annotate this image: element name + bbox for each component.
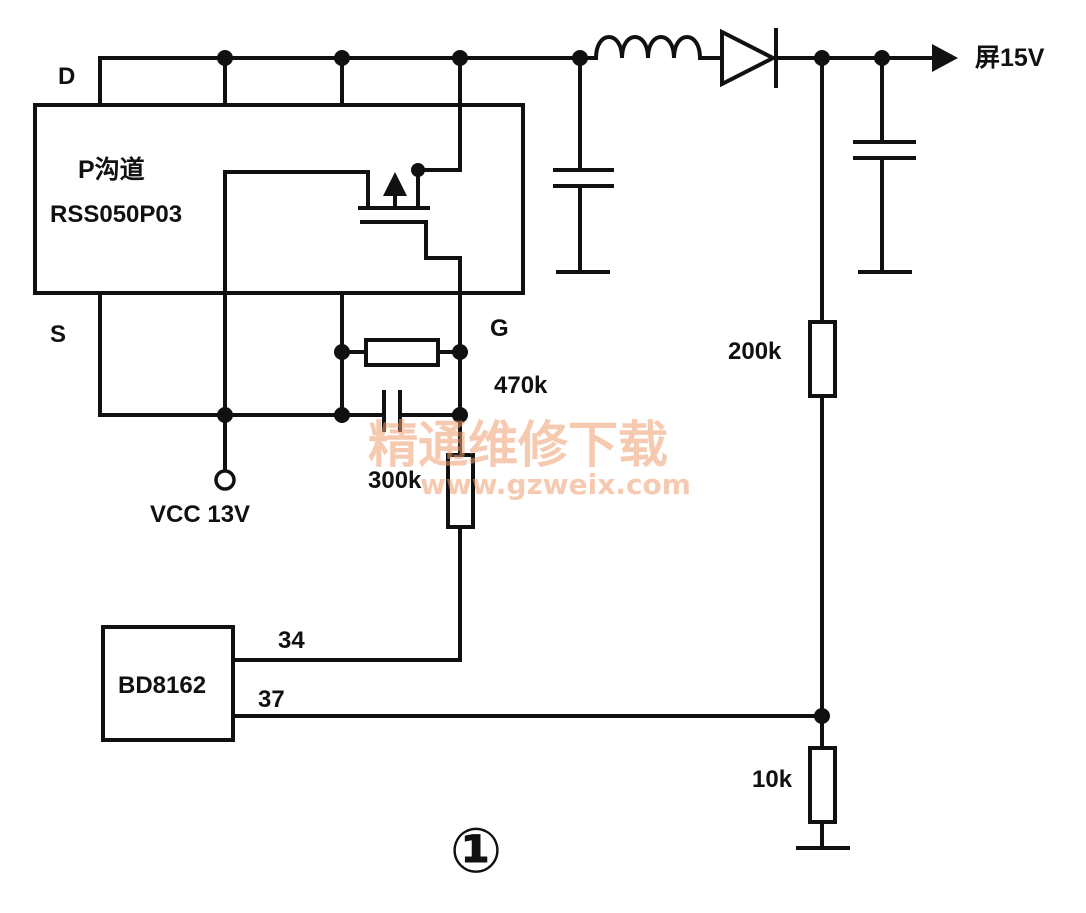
junction-dot (874, 50, 890, 66)
inductor (593, 35, 703, 61)
pin-34-label: 34 (278, 627, 305, 654)
mosfet-source-internal (223, 170, 370, 417)
junction-dot (814, 708, 830, 724)
junction-dot (452, 50, 468, 66)
drain-taps (223, 56, 344, 107)
watermark-title: 精通维修下载 (368, 416, 668, 474)
resistor-300k-label: 300k (368, 467, 422, 494)
junction-dot (334, 344, 350, 360)
drain-label: D (58, 63, 75, 90)
mosfet-body-arrow (383, 172, 407, 196)
mosfet-part-label: RSS050P03 (50, 201, 182, 228)
resistor-470k (364, 338, 440, 367)
output-label: 屏15V (975, 44, 1045, 72)
source-label: S (50, 321, 66, 348)
ic-name-label: BD8162 (118, 672, 206, 699)
resistor-10k (808, 746, 837, 824)
vcc-terminal (214, 469, 236, 491)
pin-37-label: 37 (258, 686, 285, 713)
mosfet-type-label: P沟道 (78, 155, 145, 184)
figure-number: ① (450, 817, 503, 886)
junction-dot (334, 50, 350, 66)
resistor-300k (446, 453, 475, 529)
mosfet-package (33, 103, 525, 295)
resistor-200k-label: 200k (728, 338, 782, 365)
junction-dot (217, 407, 233, 423)
diode (720, 28, 778, 88)
junction-dot (452, 407, 468, 423)
junction-dot (334, 407, 350, 423)
vcc-label: VCC 13V (150, 501, 250, 528)
junction-dot (572, 50, 588, 66)
output-arrow (932, 44, 958, 72)
junction-dot (814, 50, 830, 66)
junction-dot (217, 50, 233, 66)
junction-dot (411, 163, 425, 177)
resistor-470k-label: 470k (494, 372, 548, 399)
gate-label: G (490, 315, 509, 342)
mosfet-gate-internal (360, 220, 462, 417)
resistor-200k (808, 320, 837, 398)
watermark-url: www.gzweix.com (420, 468, 691, 501)
mosfet-drain-internal (416, 56, 462, 210)
source-bottom-wire (98, 291, 462, 417)
resistor-10k-label: 10k (752, 766, 793, 793)
ic-bd8162 (101, 625, 235, 742)
junction-dot (452, 344, 468, 360)
